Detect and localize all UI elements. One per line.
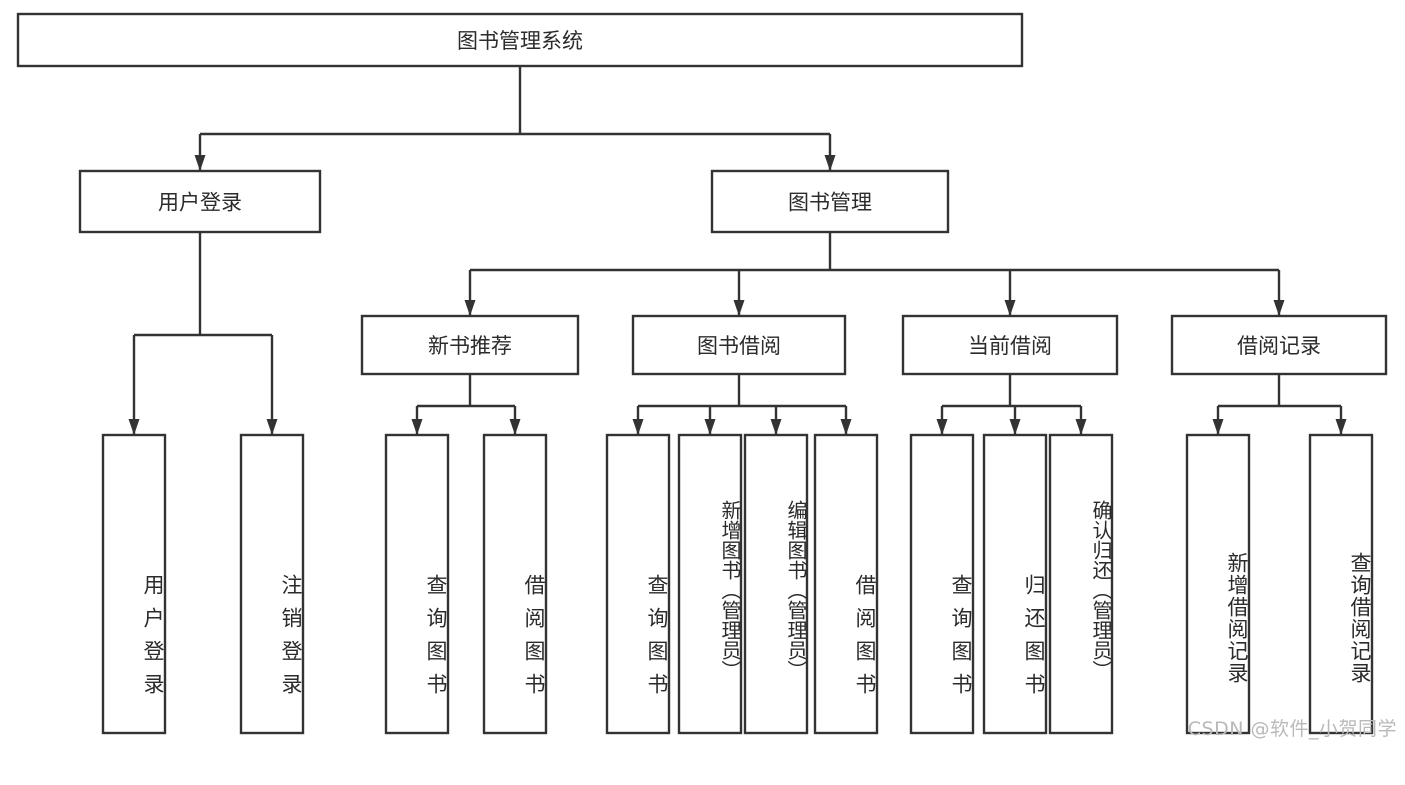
- flowchart-canvas: 图书管理系统用户登录图书管理新书推荐图书借阅当前借阅借阅记录 用户登录注销登录查…: [16, 12, 1397, 740]
- node-box: [631, 314, 847, 376]
- node-box: [909, 433, 975, 735]
- watermark-text: CSDN @软件_小贺同学: [1187, 718, 1397, 740]
- arrowhead: [1004, 300, 1016, 316]
- node-book-manage[interactable]: 图书管理: [710, 169, 950, 234]
- arrowhead: [411, 419, 423, 435]
- arrowhead: [1212, 419, 1224, 435]
- node-l-edit-book[interactable]: [743, 433, 809, 735]
- arrowhead: [1273, 300, 1285, 316]
- node-box: [1308, 433, 1374, 735]
- node-label: 借阅记录: [1237, 334, 1321, 358]
- node-l-query-record[interactable]: [1308, 433, 1374, 735]
- node-user-login[interactable]: 用户登录: [78, 169, 322, 234]
- node-box: [1048, 433, 1114, 735]
- arrowhead: [1075, 419, 1087, 435]
- arrowhead: [632, 419, 644, 435]
- connector-lines: [128, 66, 1347, 435]
- node-book-borrow[interactable]: 图书借阅: [631, 314, 847, 376]
- node-l-confirm-return[interactable]: [1048, 433, 1114, 735]
- arrowhead: [770, 419, 782, 435]
- node-leaf-logout-login[interactable]: [239, 433, 305, 735]
- node-l-add-book[interactable]: [677, 433, 743, 735]
- node-new-book-recommend[interactable]: 新书推荐: [360, 314, 580, 376]
- arrowhead: [194, 155, 206, 171]
- node-label: 新书推荐: [428, 334, 512, 358]
- node-label: 用户登录: [158, 191, 242, 215]
- node-l-borrow-book-1[interactable]: [482, 433, 548, 735]
- arrowhead: [733, 300, 745, 316]
- arrowhead: [824, 155, 836, 171]
- node-box: [605, 433, 671, 735]
- node-box: [360, 314, 580, 376]
- node-l-return-book[interactable]: [982, 433, 1048, 735]
- arrowhead: [1009, 419, 1021, 435]
- node-box: [101, 433, 167, 735]
- node-label: 图书借阅: [697, 334, 781, 358]
- node-l-query-book-1[interactable]: [384, 433, 450, 735]
- arrowhead: [128, 419, 140, 435]
- arrowhead: [509, 419, 521, 435]
- node-current-borrow[interactable]: 当前借阅: [901, 314, 1119, 376]
- node-l-query-book-3[interactable]: [909, 433, 975, 735]
- node-root[interactable]: 图书管理系统: [16, 12, 1024, 68]
- node-box: [901, 314, 1119, 376]
- node-box: [16, 12, 1024, 68]
- node-box: [239, 433, 305, 735]
- node-leaf-user-login[interactable]: [101, 433, 167, 735]
- arrowhead: [704, 419, 716, 435]
- node-box: [1170, 314, 1388, 376]
- node-box: [982, 433, 1048, 735]
- node-box: [813, 433, 879, 735]
- node-l-borrow-book-2[interactable]: [813, 433, 879, 735]
- node-label: 图书管理系统: [457, 29, 583, 53]
- arrowhead: [1335, 419, 1347, 435]
- node-l-query-book-2[interactable]: [605, 433, 671, 735]
- arrowhead: [464, 300, 476, 316]
- node-borrow-record[interactable]: 借阅记录: [1170, 314, 1388, 376]
- node-box: [677, 433, 743, 735]
- node-box: [482, 433, 548, 735]
- node-label: 当前借阅: [968, 334, 1052, 358]
- node-box: [710, 169, 950, 234]
- node-box: [384, 433, 450, 735]
- arrowhead: [936, 419, 948, 435]
- arrowhead: [266, 419, 278, 435]
- node-label: 图书管理: [788, 191, 872, 215]
- node-l-add-record[interactable]: [1185, 433, 1251, 735]
- node-box: [1185, 433, 1251, 735]
- node-box: [743, 433, 809, 735]
- arrowhead: [840, 419, 852, 435]
- node-box: [78, 169, 322, 234]
